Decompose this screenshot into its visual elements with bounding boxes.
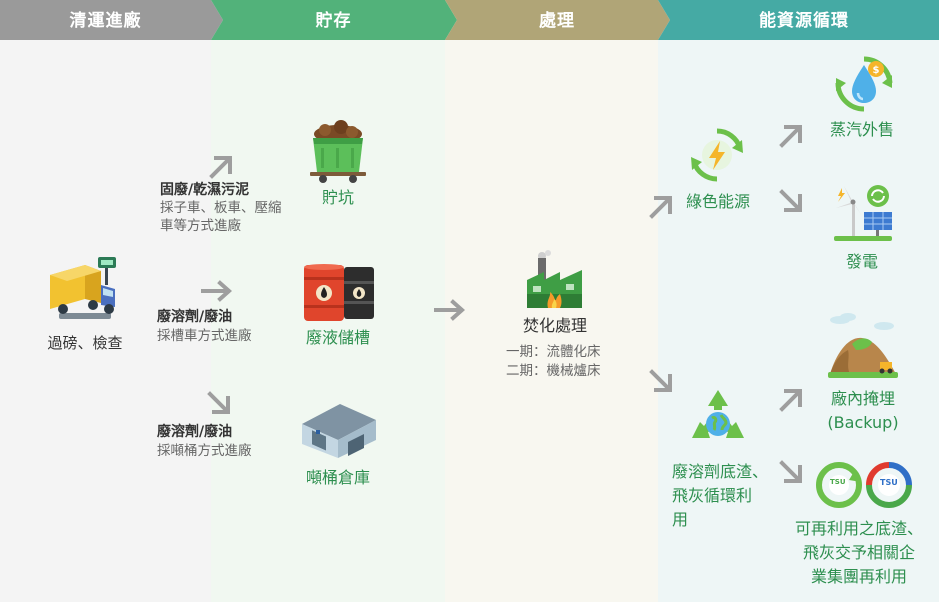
arrow-up-right-icon: [779, 389, 802, 412]
stage-banner: [0, 0, 939, 40]
steam-sale-icon: $: [835, 56, 893, 112]
steam-sale-label: 蒸汽外售: [829, 120, 894, 139]
landfill-hill-icon: [828, 313, 898, 378]
stage-chevron-storage: [211, 0, 457, 40]
route-2-title: 廢溶劑/廢油: [157, 309, 233, 325]
incinerator-factory-icon: [527, 250, 582, 308]
arrow-right-icon: [201, 280, 233, 302]
ton-bag-warehouse-label: 噸桶倉庫: [305, 468, 370, 487]
arrow-up-right-icon: [209, 156, 232, 179]
arrow-down-right-icon: [779, 189, 802, 212]
tsu-recycle-icon: [816, 462, 912, 508]
route-1-desc-line-2: 車等方式進廠: [160, 218, 241, 234]
warehouse-icon: [302, 404, 376, 458]
stage-chevron-recycling: [658, 0, 939, 40]
phase-2-label: 二期：機械爐床: [506, 363, 601, 379]
stage-title-intake: 清運進廠: [69, 11, 142, 31]
waste-bin-icon: [310, 120, 366, 183]
reuse-line-3: 業集團再利用: [810, 567, 907, 586]
tsu-badge-color: TSU: [880, 478, 898, 487]
stage-chevron-treatment: [445, 0, 670, 40]
reuse-line-1: 可再利用之底渣、: [794, 519, 923, 538]
incineration-label: 焚化處理: [522, 316, 587, 335]
reuse-line-2: 飛灰交予相關企: [802, 543, 915, 562]
phase-1-label: 一期：流體化床: [506, 344, 601, 360]
arrow-right-icon: [434, 299, 466, 321]
residue-recycling-line-3: 用: [672, 510, 689, 529]
stage-title-storage: 貯存: [315, 11, 352, 31]
storage-pit-label: 貯坑: [321, 188, 354, 207]
green-energy-label: 綠色能源: [685, 192, 750, 211]
arrow-up-right-icon: [779, 125, 802, 148]
route-3-desc: 採噸桶方式進廠: [157, 443, 252, 459]
arrow-down-right-icon: [207, 391, 230, 414]
tsu-badge-green: TSU: [830, 478, 846, 486]
recycle-globe-icon: [692, 390, 744, 438]
stage-title-recycling: 能資源循環: [759, 11, 849, 31]
oil-drums-icon: [304, 264, 374, 321]
arrow-down-right-icon: [779, 460, 802, 483]
arrow-down-right-icon: [649, 369, 672, 392]
intake-label: 過磅、檢查: [47, 334, 123, 352]
liquid-tank-label: 廢液儲槽: [305, 328, 370, 347]
stage-title-treatment: 處理: [539, 11, 575, 31]
power-generation-label: 發電: [845, 252, 878, 271]
column-bg-treatment: [445, 40, 658, 602]
landfill-backup-label: (Backup): [827, 413, 899, 432]
residue-recycling-line-1: 廢溶劑底渣、: [672, 462, 769, 481]
truck-scale-icon: [50, 257, 116, 319]
route-2-desc: 採槽車方式進廠: [157, 328, 252, 344]
route-1-desc-line-1: 採子車、板車、壓縮: [160, 200, 282, 216]
power-generation-icon: [834, 185, 892, 241]
route-3-title: 廢溶劑/廢油: [157, 424, 233, 440]
residue-recycling-line-2: 飛灰循環利: [672, 486, 753, 505]
arrow-up-right-icon: [649, 196, 672, 219]
column-bg-intake: [0, 40, 211, 602]
stage-chevron-intake: [0, 0, 223, 40]
landfill-label: 廠內掩埋: [830, 389, 895, 408]
svg-text:$: $: [873, 65, 880, 76]
route-1-title: 固廢/乾濕污泥: [160, 182, 250, 198]
green-energy-icon: [691, 128, 743, 182]
